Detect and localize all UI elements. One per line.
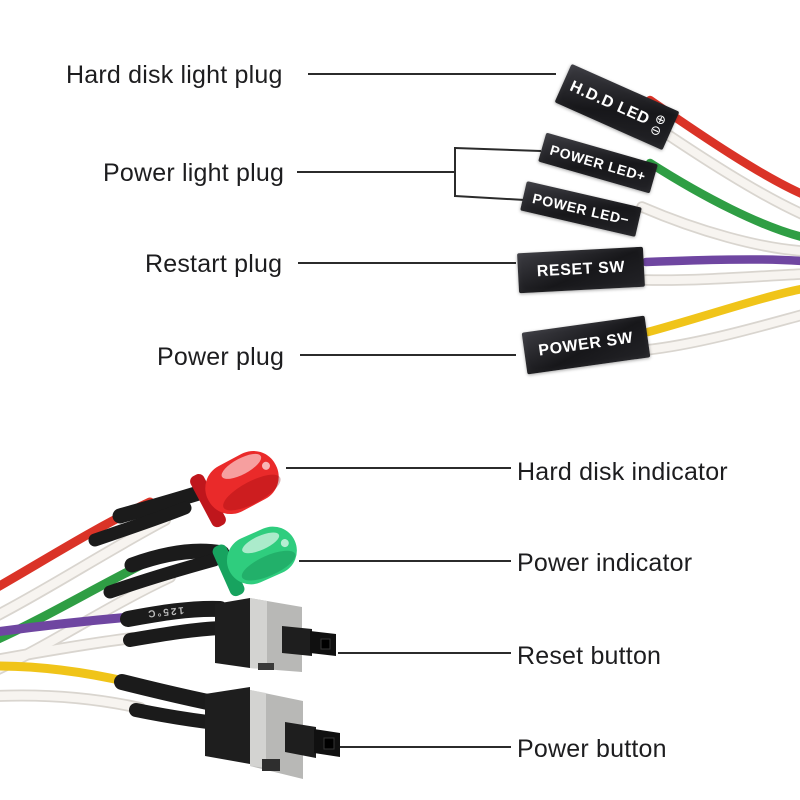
wire-yellow-power-button — [0, 661, 133, 687]
wire-white-reset — [642, 270, 800, 285]
wire-yellow-power — [643, 285, 800, 337]
reset-push-button — [215, 598, 336, 672]
label-power-indicator: Power indicator — [517, 549, 693, 577]
wire-purple-reset-button — [0, 612, 135, 637]
sleeve-reset-2 — [123, 621, 229, 647]
callout-lines-top — [297, 73, 556, 356]
connector-reset-sw: RESET SW — [517, 246, 645, 294]
component-wires — [0, 497, 176, 714]
power-push-button — [205, 687, 340, 779]
wire-purple-reset — [641, 255, 800, 267]
label-power-light-plug: Power light plug — [103, 159, 285, 187]
callout-line-power-light-plug — [297, 147, 542, 201]
label-hard-disk-light-plug: Hard disk light plug — [66, 61, 283, 89]
sleeve-reset-1 — [120, 600, 228, 627]
wire-white-power-led-minus — [638, 203, 800, 255]
wire-white-led-red — [0, 515, 170, 619]
label-power-plug: Power plug — [157, 343, 285, 371]
green-led-indicator — [212, 526, 297, 597]
wire-green-power-led — [645, 158, 800, 241]
sleeve-green-led-2 — [103, 553, 221, 599]
callout-lines-bottom — [286, 467, 511, 748]
polarity-icons: ⊕ ⊖ — [647, 110, 669, 140]
wire-white-power — [642, 311, 800, 354]
wire-white-reset-button — [0, 633, 137, 664]
label-power-button: Power button — [517, 735, 667, 763]
red-led-indicator — [190, 450, 281, 528]
minus-circle-icon: ⊖ — [647, 121, 665, 140]
wire-white-power-button — [0, 691, 145, 713]
connector-reset-sw-label: RESET SW — [536, 258, 626, 281]
label-reset-button: Reset button — [517, 642, 662, 670]
sleeve-red-led-2 — [88, 501, 192, 547]
label-hard-disk-indicator: Hard disk indicator — [517, 458, 728, 486]
connector-power-sw-label: POWER SW — [537, 329, 635, 360]
label-restart-plug: Restart plug — [145, 250, 283, 278]
